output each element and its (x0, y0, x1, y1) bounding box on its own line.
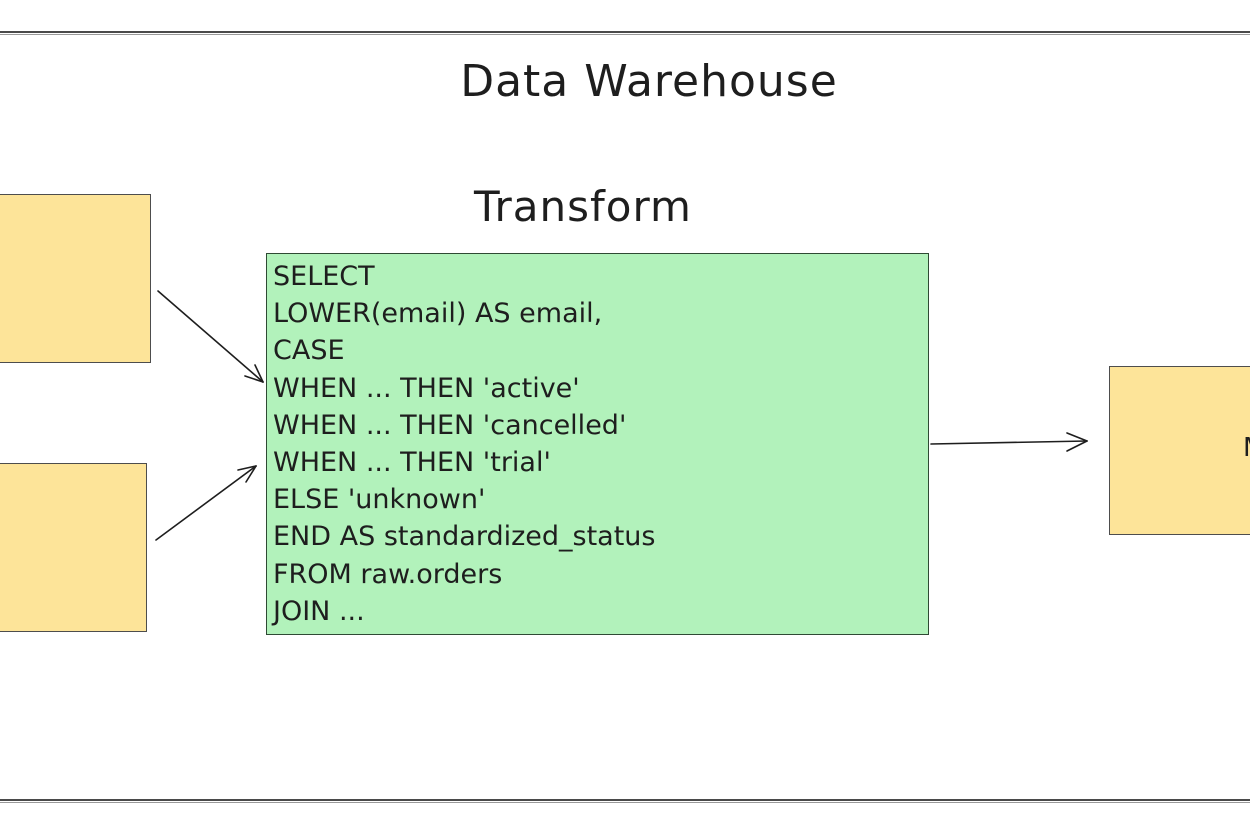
warehouse-frame-bottom-border (0, 799, 1250, 803)
source-node-bottom[interactable] (0, 463, 147, 632)
arrow-source-bottom-to-transform (155, 465, 257, 541)
sql-line: WHEN ... THEN 'cancelled' (273, 409, 627, 441)
destination-node[interactable]: M (1109, 366, 1250, 535)
source-node-top[interactable] (0, 194, 151, 363)
transform-heading: Transform (474, 182, 692, 231)
sql-line: ELSE 'unknown' (273, 484, 486, 516)
sql-line: LOWER(email) AS email, (273, 298, 603, 330)
sql-line: WHEN ... THEN 'trial' (273, 447, 551, 479)
sql-line: FROM raw.orders (273, 558, 503, 590)
warehouse-frame-top-border (0, 31, 1250, 35)
arrow-transform-to-destination (930, 432, 1088, 452)
destination-node-label: M (1243, 433, 1250, 463)
diagram-title: Data Warehouse (460, 56, 838, 107)
arrow-source-top-to-transform (157, 290, 264, 383)
sql-line: JOIN ... (273, 595, 365, 627)
sql-line: WHEN ... THEN 'active' (273, 372, 580, 404)
sql-line: CASE (273, 335, 345, 367)
sql-line: SELECT (273, 261, 375, 292)
transform-sql-box[interactable]: SELECT LOWER(email) AS email, CASE WHEN … (266, 253, 929, 635)
sql-line: END AS standardized_status (273, 521, 656, 553)
